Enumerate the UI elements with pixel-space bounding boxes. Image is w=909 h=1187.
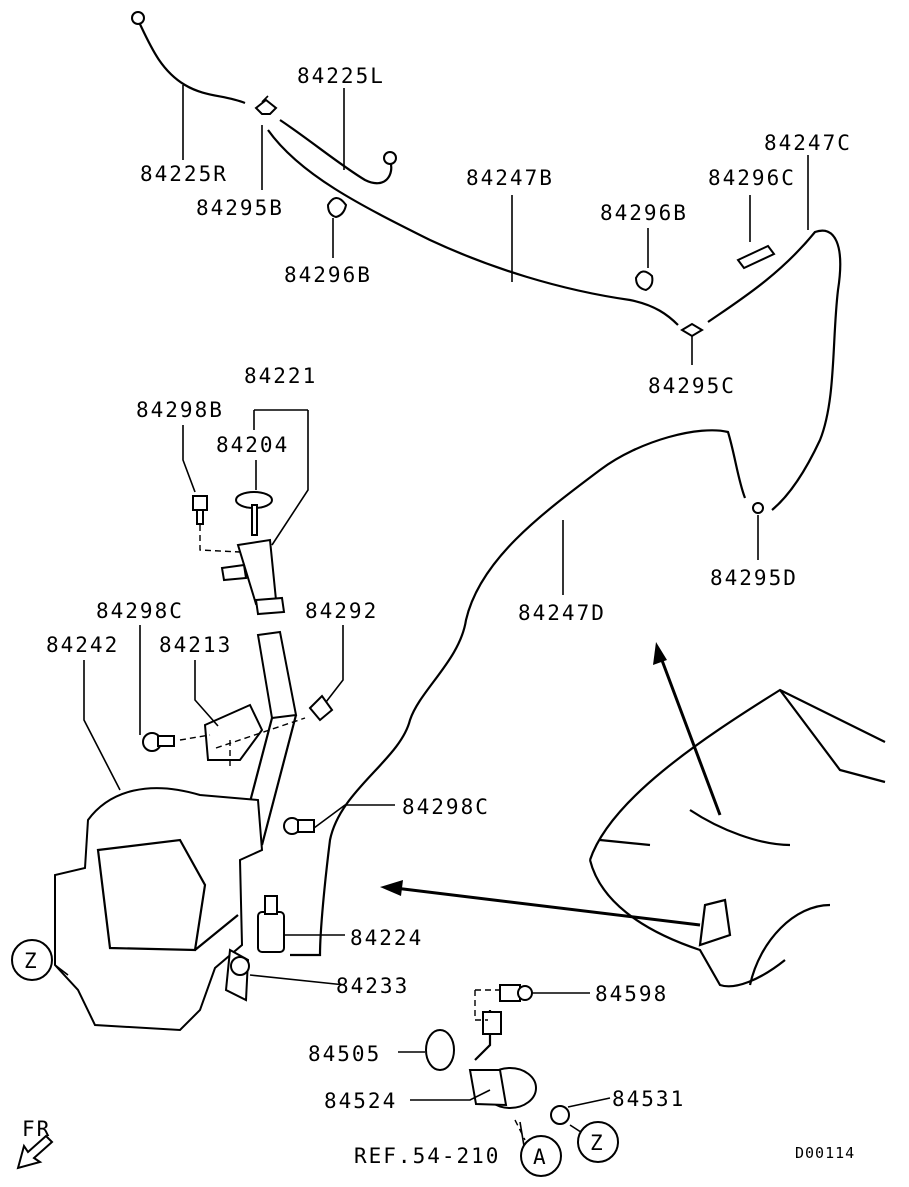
label-84224: 84224 xyxy=(350,926,423,950)
assembly-dashes xyxy=(179,525,526,1141)
clip-84296B-a xyxy=(326,197,348,219)
leader-lines xyxy=(54,85,809,1153)
label-84598: 84598 xyxy=(595,982,668,1006)
pump-84224 xyxy=(257,895,285,953)
label-84221: 84221 xyxy=(244,364,317,388)
front-direction-marker: FR xyxy=(16,1117,54,1170)
connector-84598 xyxy=(499,984,533,1002)
motor-84524 xyxy=(468,1067,537,1109)
label-84295B: 84295B xyxy=(196,196,284,220)
ref-label: REF.54-210 xyxy=(354,1144,500,1168)
label-84292: 84292 xyxy=(305,599,378,623)
joint-84295D xyxy=(752,502,764,514)
grommet-84531 xyxy=(550,1105,570,1125)
label-84247D: 84247D xyxy=(518,601,606,625)
label-84233: 84233 xyxy=(336,974,409,998)
label-84204: 84204 xyxy=(216,433,289,457)
bolt-84298C-b xyxy=(283,817,315,835)
joint-84295B xyxy=(254,95,278,115)
grommet-84233 xyxy=(230,956,250,976)
cap-84204 xyxy=(235,491,273,536)
arrow-to-upper xyxy=(653,642,722,816)
label-84213: 84213 xyxy=(159,633,232,657)
callout-z-lower-text: Z xyxy=(590,1131,605,1155)
label-84298B: 84298B xyxy=(136,398,224,422)
filler-pipe xyxy=(238,630,298,846)
callout-z-lower: Z xyxy=(577,1121,619,1163)
arrow-to-tank xyxy=(380,880,701,927)
label-84295D: 84295D xyxy=(710,566,798,590)
tank-84242 xyxy=(54,787,264,1032)
hose-84225R xyxy=(131,11,246,105)
part-labels: 84225L 84225R 84295B 84296B 84247B 84296… xyxy=(46,64,855,1168)
wire-harness xyxy=(474,1010,502,1061)
label-84505: 84505 xyxy=(308,1042,381,1066)
clip-84296C xyxy=(736,244,776,270)
label-84295C: 84295C xyxy=(648,374,736,398)
diagram-code: D00114 xyxy=(795,1144,855,1162)
label-84247B: 84247B xyxy=(466,166,554,190)
label-84225R: 84225R xyxy=(140,162,228,186)
hose-84247D xyxy=(290,429,747,957)
bolt-84298C-a xyxy=(142,732,175,752)
label-84247C: 84247C xyxy=(764,131,852,155)
clip-84292 xyxy=(308,694,334,722)
vehicle-sketch xyxy=(588,688,886,988)
label-84296C: 84296C xyxy=(708,166,796,190)
label-84242: 84242 xyxy=(46,633,119,657)
clamp-84505 xyxy=(425,1029,455,1071)
bolt-84298B xyxy=(192,495,208,525)
label-84531: 84531 xyxy=(612,1087,685,1111)
hose-84247C xyxy=(707,229,842,511)
label-84296B-a: 84296B xyxy=(284,263,372,287)
front-arrow-icon xyxy=(16,1134,54,1170)
label-84296B-b: 84296B xyxy=(600,201,688,225)
clip-84296B-b xyxy=(634,270,654,292)
label-84298C-b: 84298C xyxy=(402,795,490,819)
bracket-84213 xyxy=(203,703,264,761)
callout-z-tank: Z xyxy=(11,939,53,981)
label-84524: 84524 xyxy=(324,1089,397,1113)
callout-a: A xyxy=(520,1135,562,1177)
hose-84247B xyxy=(267,129,679,326)
callout-a-text: A xyxy=(533,1145,548,1169)
filler-neck-84221 xyxy=(220,538,286,616)
joint-84295C xyxy=(680,322,704,338)
hose-84225L xyxy=(279,119,397,185)
label-84225L: 84225L xyxy=(297,64,385,88)
label-84298C-a: 84298C xyxy=(96,599,184,623)
callout-z-tank-text: Z xyxy=(24,949,39,973)
